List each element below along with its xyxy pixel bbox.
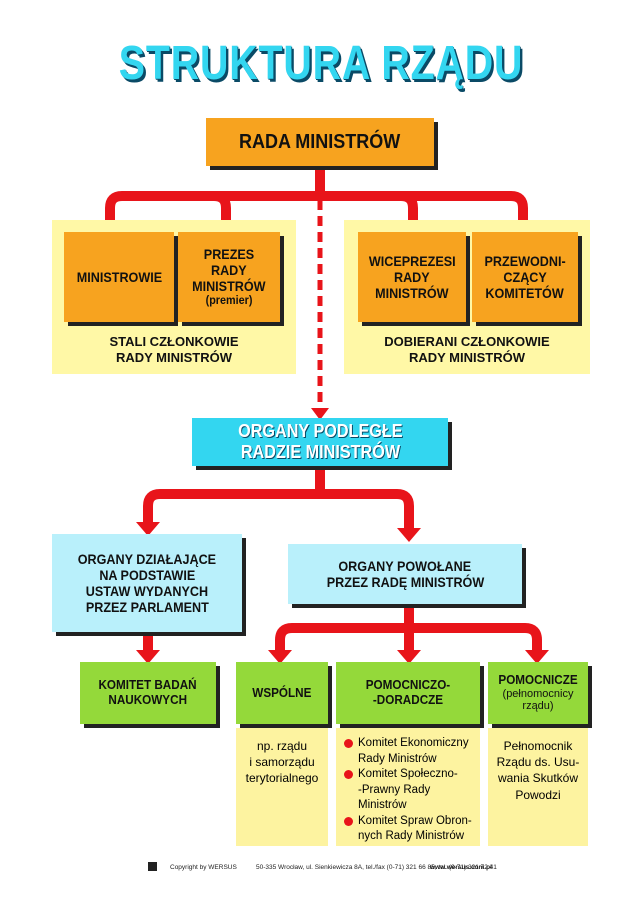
prezes-label-3: MINISTRÓW: [192, 278, 266, 295]
stali-caption-1: STALI CZŁONKOWIE: [109, 334, 239, 349]
pomocniczo-label-1: POMOCNICZO-: [365, 677, 451, 693]
stali-caption-2: RADY MINISTRÓW: [115, 350, 233, 366]
footer-url: www.wersus.com.pl: [430, 864, 492, 871]
pomocniczo-list: Komitet Ekonomiczny Rady Ministrów Komit…: [344, 736, 476, 845]
przewodniczacy-label-2: CZĄCY: [503, 268, 547, 285]
item-1-line-1: Komitet Ekonomiczny: [358, 737, 469, 749]
prezes-label-2: RADY: [211, 262, 247, 279]
wspolne-detail-2: i samorządu: [249, 755, 315, 770]
wspolne-detail-1: np. rządu: [256, 739, 308, 753]
wiceprezesi-label-2: RADY: [394, 268, 430, 285]
pomocnicze-detail-3: wania Skutków: [497, 771, 579, 786]
pomocnicze-label: POMOCNICZE: [498, 671, 578, 687]
item-1-line-2: Rady Ministrów: [358, 752, 437, 765]
organy-ustawy-label-2: NA PODSTAWIE: [99, 566, 195, 583]
pomocniczo-box: POMOCNICZO- -DORADCZE: [336, 662, 480, 724]
wspolne-label: WSPÓLNE: [252, 684, 312, 700]
przewodniczacy-box: PRZEWODNI- CZĄCY KOMITETÓW: [472, 232, 578, 322]
organy-podlegle-box: ORGANY PODLEGŁE RADZIE MINISTRÓW: [192, 418, 448, 466]
list-item: Komitet Ekonomiczny Rady Ministrów: [344, 736, 476, 767]
item-3-line-2: nych Rady Ministrów: [358, 830, 465, 843]
wiceprezesi-label-3: MINISTRÓW: [375, 285, 449, 302]
dobierani-caption: DOBIERANI CZŁONKOWIE RADY MINISTRÓW: [344, 334, 590, 367]
przewodniczacy-label-1: PRZEWODNI-: [484, 252, 566, 269]
organy-powolane-box: ORGANY POWOŁANE PRZEZ RADĘ MINISTRÓW: [288, 544, 522, 604]
bullet-icon: [344, 816, 353, 826]
ministrowie-box: MINISTROWIE: [64, 232, 174, 322]
przewodniczacy-label-3: KOMITETÓW: [485, 285, 565, 302]
pomocnicze-detail-2: Rządu ds. Usu-: [496, 755, 580, 770]
wiceprezesi-box: WICEPREZESI RADY MINISTRÓW: [358, 232, 466, 322]
wiceprezesi-label-1: WICEPREZESI: [368, 252, 456, 269]
pomocniczo-label-2: -DORADCZE: [372, 692, 444, 707]
list-item: Komitet Społeczno- -Prawny Rady Ministró…: [344, 767, 476, 814]
organy-ustawy-label-4: PRZEZ PARLAMENT: [85, 599, 209, 616]
dobierani-caption-1: DOBIERANI CZŁONKOWIE: [384, 334, 550, 349]
list-item: Komitet Spraw Obron- nych Rady Ministrów: [344, 814, 476, 845]
item-2-line-2: -Prawny Rady: [358, 783, 431, 796]
komitet-badan-box: KOMITET BADAŃ NAUKOWYCH: [80, 662, 216, 724]
organy-powolane-label-1: ORGANY POWOŁANE: [338, 557, 472, 574]
wspolne-detail: np. rządu i samorządu terytorialnego: [236, 728, 328, 846]
komitet-badan-label-2: NAUKOWYCH: [108, 692, 188, 707]
prezes-label-1: PREZES: [203, 245, 255, 262]
bullet-icon: [344, 739, 353, 748]
footer-copyright: Copyright by WERSUS: [170, 864, 237, 871]
pomocnicze-note-1: (pełnomocnicy: [502, 687, 574, 700]
publisher-logo-icon: [148, 862, 157, 871]
item-2-line-1: Komitet Społeczno-: [358, 768, 458, 781]
pomocniczo-detail: Komitet Ekonomiczny Rady Ministrów Komit…: [336, 728, 480, 846]
organy-ustawy-label-1: ORGANY DZIAŁAJĄCE: [77, 550, 217, 567]
bullet-icon: [344, 770, 353, 780]
stali-caption: STALI CZŁONKOWIE RADY MINISTRÓW: [52, 334, 296, 367]
organy-powolane-label-2: PRZEZ RADĘ MINISTRÓW: [326, 574, 484, 590]
organy-ustawy-box: ORGANY DZIAŁAJĄCE NA PODSTAWIE USTAW WYD…: [52, 534, 242, 632]
page-title: STRUKTURA RZĄDU: [118, 37, 524, 90]
prezes-note: (premier): [205, 293, 253, 308]
prezes-box: PREZES RADY MINISTRÓW (premier): [178, 232, 280, 322]
pomocnicze-box: POMOCNICZE (pełnomocnicy rządu): [488, 662, 588, 724]
item-3-line-1: Komitet Spraw Obron-: [358, 814, 472, 827]
komitet-badan-label-1: KOMITET BADAŃ: [98, 677, 198, 693]
pomocnicze-detail-1: Pełnomocnik: [503, 739, 573, 753]
pomocnicze-detail-4: Powodzi: [515, 787, 561, 802]
organy-ustawy-label-3: USTAW WYDANYCH: [85, 583, 209, 599]
organy-podlegle-label-1: ORGANY PODLEGŁE: [237, 421, 403, 442]
pomocnicze-note-2: rządu): [522, 700, 554, 713]
footer-address: 50-335 Wrocław, ul. Sienkiewicza 8A, tel…: [256, 864, 497, 871]
item-2-line-3: Ministrów: [358, 799, 407, 812]
wspolne-detail-3: terytorialnego: [245, 771, 319, 786]
pomocnicze-detail: Pełnomocnik Rządu ds. Usu- wania Skutków…: [488, 728, 588, 846]
rada-ministrow-label: RADA MINISTRÓW: [239, 130, 401, 153]
rada-ministrow-box: RADA MINISTRÓW: [206, 118, 434, 166]
organy-podlegle-label-2: RADZIE MINISTRÓW: [240, 442, 400, 462]
dobierani-caption-2: RADY MINISTRÓW: [408, 350, 526, 366]
ministrowie-label: MINISTROWIE: [76, 268, 162, 285]
wspolne-box: WSPÓLNE: [236, 662, 328, 724]
